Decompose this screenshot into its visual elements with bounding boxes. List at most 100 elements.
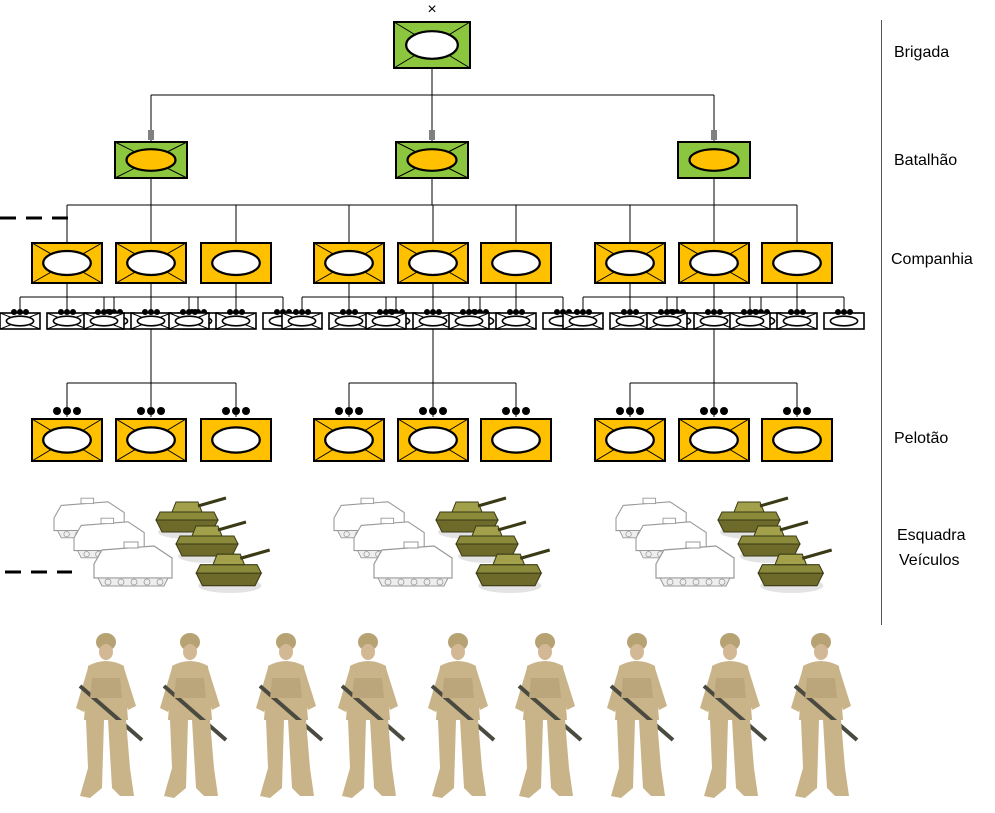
- echelon-mark-dot: [274, 309, 280, 315]
- echelon-mark-dot: [747, 309, 753, 315]
- track-oval: [89, 315, 119, 327]
- echelon-mark-dot: [53, 407, 61, 415]
- apc-wheel: [83, 551, 90, 558]
- soldier-arm: [298, 668, 316, 710]
- echelon-mark-x: ×: [427, 1, 436, 18]
- platoon-symbol: [480, 407, 552, 462]
- company-symbol: [115, 242, 187, 284]
- echelon-mark-dot: [299, 309, 305, 315]
- soldier-vest: [270, 678, 302, 698]
- echelon-mark-dot: [627, 309, 633, 315]
- echelon-mark-dot: [293, 309, 299, 315]
- small-platoon-symbol: [46, 309, 88, 330]
- tank-turret: [774, 553, 808, 566]
- level-label-pelotao: Pelotão: [894, 430, 949, 447]
- echelon-mark-dot: [472, 309, 478, 315]
- echelon-mark-dot: [803, 407, 811, 415]
- track-oval: [454, 315, 484, 327]
- tank-gun: [217, 520, 247, 532]
- echelon-mark-dot: [222, 407, 230, 415]
- tank-turret: [191, 525, 223, 537]
- soldier-vest: [714, 678, 746, 698]
- company-symbol: [594, 242, 666, 284]
- tank-gun: [239, 548, 271, 560]
- echelon-mark-dot: [658, 309, 664, 315]
- platoon-symbol: [115, 407, 187, 462]
- track-oval: [688, 148, 740, 172]
- apc-hatch: [642, 497, 657, 505]
- unit-symbols: ×: [0, 1, 865, 462]
- tank-icon: [435, 496, 507, 539]
- track-oval: [125, 148, 177, 172]
- platoon-symbol: [678, 407, 750, 462]
- platoon-symbol: [761, 407, 833, 462]
- echelon-mark-dot: [741, 309, 747, 315]
- battalion-symbol: [395, 130, 469, 179]
- small-platoon-symbol: [328, 309, 370, 330]
- soldier-vest: [90, 678, 122, 698]
- apc-hatch: [80, 497, 95, 505]
- tank-gun: [779, 520, 809, 532]
- echelon-mark-dot: [142, 309, 148, 315]
- small-platoon-symbol: [83, 309, 125, 330]
- echelon-mark-dot: [95, 309, 101, 315]
- echelon-mark-dot: [239, 309, 245, 315]
- echelon-mark-dot: [466, 309, 472, 315]
- small-platoon-symbol: [609, 309, 651, 330]
- echelon-mark-dot: [383, 309, 389, 315]
- echelon-mark-dot: [345, 407, 353, 415]
- track-oval: [772, 426, 822, 454]
- tank-gun: [519, 548, 551, 560]
- echelon-mark-dot: [305, 309, 311, 315]
- tank-turret: [471, 525, 503, 537]
- battalion-symbol: [677, 130, 751, 179]
- echelon-mark-dot: [233, 309, 239, 315]
- apc-hatch: [360, 497, 375, 505]
- tank-gun: [759, 496, 789, 508]
- echelon-mark-dot: [636, 407, 644, 415]
- soldier-vest: [442, 678, 474, 698]
- track-oval: [501, 315, 531, 327]
- echelon-mark-dot: [794, 309, 800, 315]
- track-oval: [615, 315, 645, 327]
- track-oval: [126, 249, 176, 277]
- echelon-mark-dot: [23, 309, 29, 315]
- company-symbol: [397, 242, 469, 284]
- apc-hull: [655, 545, 735, 579]
- small-platoon-symbol: [823, 309, 865, 330]
- company-symbol: [480, 242, 552, 284]
- soldier-head: [723, 644, 737, 660]
- echelon-mark-dot: [616, 407, 624, 415]
- echelon-mark-dot: [157, 407, 165, 415]
- small-platoon-symbol: [495, 309, 537, 330]
- apc-icon: [655, 541, 735, 587]
- soldier-arm: [557, 668, 575, 710]
- tank-hull: [737, 535, 801, 545]
- soldier-vest: [805, 678, 837, 698]
- battalion-symbol: [114, 130, 188, 179]
- apc-track: [377, 577, 449, 587]
- track-oval: [211, 426, 261, 454]
- echelon-mark-dot: [841, 309, 847, 315]
- small-platoon-symbol: [562, 309, 604, 330]
- soldier-leg: [108, 720, 134, 796]
- echelon-mark-dot: [424, 309, 430, 315]
- apc-wheel: [645, 551, 652, 558]
- track-oval: [221, 315, 251, 327]
- track-oval: [568, 315, 598, 327]
- tank-hull: [475, 564, 543, 574]
- level-label-veiculos: Veículos: [899, 552, 960, 569]
- echelon-mark-dot: [700, 407, 708, 415]
- tank-turret: [171, 501, 203, 513]
- echelon-mark-dot: [502, 407, 510, 415]
- echelon-mark-dot: [147, 407, 155, 415]
- echelon-mark-dot: [430, 309, 436, 315]
- track-oval: [689, 426, 739, 454]
- track-oval: [689, 249, 739, 277]
- soldier-leg: [519, 720, 543, 798]
- platoon-symbol: [200, 407, 272, 462]
- brigade-symbol: ×: [393, 1, 471, 69]
- vehicle-icons: [53, 496, 833, 594]
- tank-hull: [435, 511, 499, 521]
- echelon-mark-dot: [670, 309, 676, 315]
